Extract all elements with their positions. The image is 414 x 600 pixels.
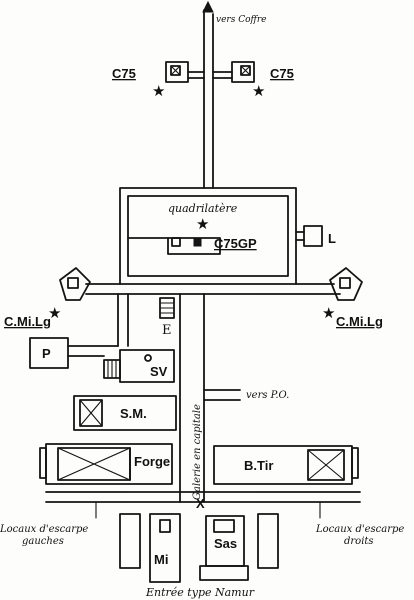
l-block xyxy=(295,225,323,247)
mi-label: Mi xyxy=(154,552,168,567)
x-mark-label: X xyxy=(196,496,205,511)
cmilg-left-label: C.Mi.Lg xyxy=(4,314,51,329)
sv-room xyxy=(103,349,175,383)
cmilg-right-cloche xyxy=(329,267,363,301)
forge-wing xyxy=(39,443,173,485)
galerie-capitale xyxy=(179,293,241,503)
cmilg-left-cloche xyxy=(59,267,91,301)
c75-right-turret xyxy=(212,61,255,83)
sv-label: SV xyxy=(150,364,168,379)
p-label: P xyxy=(42,346,51,361)
c75-right-label: C75 xyxy=(270,66,294,81)
vers-po-label: vers P.O. xyxy=(246,390,289,401)
quadrilatere-label: quadrilatère xyxy=(168,202,238,215)
left-service-block xyxy=(29,293,129,369)
vers-coffre-label: vers Coffre xyxy=(216,15,267,25)
locaux-droit-line1: Locaux d'escarpe xyxy=(315,524,404,535)
e-stair xyxy=(159,297,175,319)
c75-left-turret xyxy=(165,61,205,83)
l-label: L xyxy=(328,231,336,246)
locaux-droit-line2: droits xyxy=(344,536,374,547)
cmilg-right-label: C.Mi.Lg xyxy=(336,314,383,329)
c75gp-label: C75GP xyxy=(214,236,257,251)
quadrilatere-block xyxy=(119,187,297,285)
forge-label: Forge xyxy=(134,454,170,469)
star-icon: ★ xyxy=(196,215,209,233)
lower-blocks xyxy=(119,513,279,583)
star-icon: ★ xyxy=(252,82,265,100)
escarpe-corridor xyxy=(45,491,361,519)
btir-label: B.Tir xyxy=(244,458,273,473)
main-corridor xyxy=(202,0,214,189)
star-icon: ★ xyxy=(152,82,165,100)
entree-label: Entrée type Namur xyxy=(145,586,255,599)
galerie-label: Galerie en capitale xyxy=(192,404,203,500)
transverse-corridor xyxy=(85,283,341,295)
e-label: E xyxy=(162,323,172,338)
btir-wing xyxy=(213,445,359,485)
sm-label: S.M. xyxy=(120,406,147,421)
sm-room xyxy=(73,395,177,431)
c75-left-label: C75 xyxy=(112,66,136,81)
star-icon: ★ xyxy=(48,304,61,322)
star-icon: ★ xyxy=(322,304,335,322)
locaux-gauche-line2: gauches xyxy=(22,536,64,547)
locaux-gauche-line1: Locaux d'escarpe xyxy=(0,524,88,535)
sas-label: Sas xyxy=(214,536,237,551)
north-arrow-icon xyxy=(202,0,214,13)
